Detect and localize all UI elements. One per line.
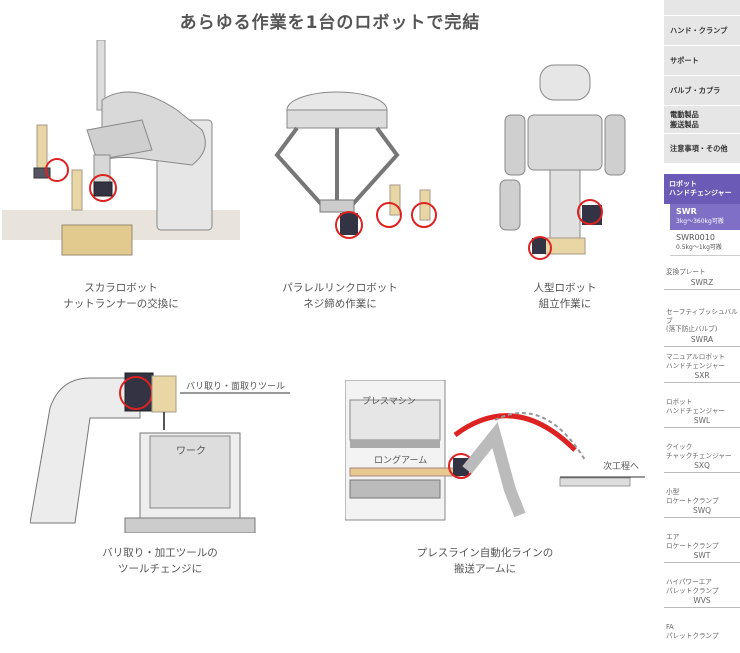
sidebar-product[interactable]: 小型 ロケートクランプ SWQ bbox=[664, 488, 740, 531]
press-line-illustration bbox=[345, 380, 645, 521]
sidebar-item-swr[interactable]: SWR 3kg～360kg可搬 bbox=[670, 204, 740, 230]
sidebar-spacer bbox=[664, 164, 740, 174]
main-content: あらゆる作業を1台のロボットで完結 スカラロボット ナットランナーの交換に パラ… bbox=[2, 13, 645, 577]
sidebar-product-code: SWL bbox=[664, 415, 740, 428]
sidebar-product[interactable]: クイック チャックチェンジャー SXQ bbox=[664, 443, 740, 486]
sidebar-product-category: ロボット ハンドチェンジャー bbox=[666, 398, 726, 415]
label-work: ワーク bbox=[176, 446, 206, 457]
sidebar-product-category: クイック チャックチェンジャー bbox=[666, 443, 732, 460]
sidebar-product-list: 変換プレート SWRZ セーフティブッシュバルブ (落下防止バルブ) SWRA … bbox=[664, 268, 740, 653]
caption-line: ネジ締め作業に bbox=[303, 298, 377, 310]
label-long-arm: ロングアーム bbox=[374, 456, 428, 466]
caption-line: パラレルリンクロボット bbox=[282, 282, 398, 294]
scara-robot-illustration bbox=[2, 40, 240, 256]
sidebar-group-top[interactable] bbox=[664, 0, 740, 16]
sidebar-product-category: FA パレットクランプ bbox=[666, 623, 719, 640]
caption-press: プレスライン自動化ラインの 搬送アームに bbox=[400, 545, 570, 577]
humanoid-robot-illustration bbox=[499, 64, 626, 260]
sidebar-robot-hand-changer-heading[interactable]: ロボット ハンドチェンジャー bbox=[664, 174, 740, 204]
caption-deburr: バリ取り・加工ツールの ツールチェンジに bbox=[75, 545, 245, 577]
page-title: あらゆる作業を1台のロボットで完結 bbox=[179, 13, 481, 33]
sidebar-item-code: SWR bbox=[676, 207, 697, 216]
sidebar-group-notes[interactable]: 注意事項・その他 bbox=[664, 134, 740, 164]
sidebar-product-code: WVS bbox=[664, 595, 740, 608]
caption-line: バリ取り・加工ツールの bbox=[102, 547, 218, 559]
label-next-process: 次工程へ bbox=[603, 462, 640, 472]
caption-line: 組立作業に bbox=[538, 298, 592, 310]
sidebar-product[interactable]: FA パレットクランプ bbox=[664, 623, 740, 653]
caption-line: スカラロボット bbox=[84, 282, 158, 294]
sidebar-nav: ハンド・クランプ サポート バルブ・カプラ 電動製品 搬送製品 注意事項・その他… bbox=[664, 0, 740, 640]
sidebar-product-category: セーフティブッシュバルブ (落下防止バルブ) bbox=[666, 308, 738, 333]
caption-line: ナットランナーの交換に bbox=[63, 298, 179, 310]
sidebar-product-code: SXR bbox=[664, 370, 740, 383]
sidebar-product-category: ハイパワーエア パレットクランプ bbox=[666, 578, 719, 595]
sidebar-group-support[interactable]: サポート bbox=[664, 46, 740, 76]
sidebar-product-category: 変換プレート bbox=[666, 268, 706, 276]
sidebar-product-code: SWT bbox=[664, 550, 740, 563]
label-deburr-tool: バリ取り・面取りツール bbox=[186, 382, 286, 392]
sidebar-item-range: 3kg～360kg可搬 bbox=[676, 218, 724, 225]
caption-line: プレスライン自動化ラインの bbox=[416, 547, 554, 559]
caption-humanoid: 人型ロボット 組立作業に bbox=[500, 280, 630, 312]
sidebar-product-code: SWQ bbox=[664, 505, 740, 518]
caption-parallel: パラレルリンクロボット ネジ締め作業に bbox=[255, 280, 425, 312]
caption-line: 搬送アームに bbox=[453, 563, 517, 575]
sidebar-group-electric-transfer[interactable]: 電動製品 搬送製品 bbox=[664, 106, 740, 134]
sidebar-product[interactable]: マニュアルロボット ハンドチェンジャー SXR bbox=[664, 353, 740, 396]
sidebar-product[interactable]: ハイパワーエア パレットクランプ WVS bbox=[664, 578, 740, 621]
sidebar-product[interactable]: エア ロケートクランプ SWT bbox=[664, 533, 740, 576]
sidebar-product-category: 小型 ロケートクランプ bbox=[666, 488, 719, 505]
sidebar-product[interactable]: 変換プレート SWRZ bbox=[664, 268, 740, 300]
sidebar-group-hand-clamp[interactable]: ハンド・クランプ bbox=[664, 16, 740, 46]
sidebar-item-swr0010[interactable]: SWR0010 0.5kg～1kg可搬 bbox=[670, 230, 740, 256]
caption-line: 人型ロボット bbox=[533, 282, 597, 294]
caption-line: ツールチェンジに bbox=[118, 563, 202, 575]
sidebar-product[interactable]: ロボット ハンドチェンジャー SWL bbox=[664, 398, 740, 441]
parallel-link-robot-illustration bbox=[274, 91, 437, 239]
sidebar-product-code: SXQ bbox=[664, 460, 740, 473]
sidebar-product[interactable]: セーフティブッシュバルブ (落下防止バルブ) SWRA bbox=[664, 308, 740, 351]
sidebar-product-category: マニュアルロボット ハンドチェンジャー bbox=[666, 353, 726, 370]
sidebar-product-code: SWRZ bbox=[664, 277, 740, 290]
sidebar-product-code: SWRA bbox=[664, 334, 740, 347]
deburring-illustration bbox=[30, 372, 290, 533]
sidebar-product-category: エア ロケートクランプ bbox=[666, 533, 719, 550]
sidebar-item-code: SWR0010 bbox=[676, 233, 715, 242]
caption-scara: スカラロボット ナットランナーの交換に bbox=[36, 280, 206, 312]
sidebar-item-range: 0.5kg～1kg可搬 bbox=[676, 244, 722, 251]
sidebar-group-valve-coupler[interactable]: バルブ・カプラ bbox=[664, 76, 740, 106]
label-press-machine: プレスマシン bbox=[362, 397, 416, 407]
